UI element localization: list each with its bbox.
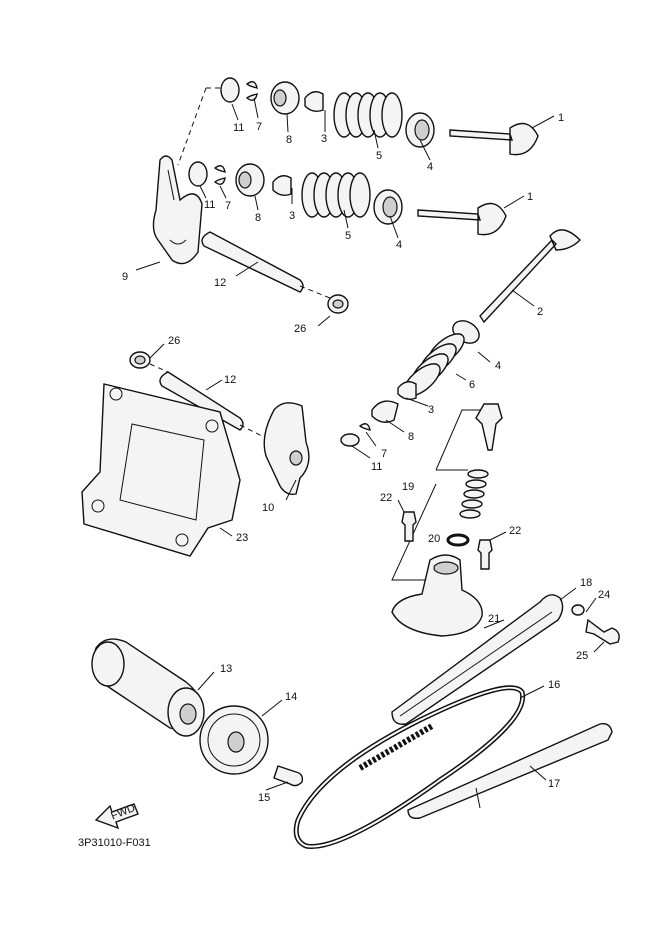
callout-8: 8 — [255, 212, 261, 224]
callout-24: 24 — [598, 589, 610, 601]
cam-chain-assembly — [293, 685, 613, 849]
callout-22: 22 — [380, 492, 392, 504]
callout-15: 15 — [258, 792, 270, 804]
callout-23: 23 — [236, 532, 248, 544]
callout-20: 20 — [428, 533, 440, 545]
callout-2: 2 — [537, 306, 543, 318]
tensioner-bolt — [475, 403, 503, 451]
valve-stem-seal-3 — [304, 91, 324, 113]
callout-22: 22 — [509, 525, 521, 537]
callout-5: 5 — [345, 230, 351, 242]
valve-stem-seal-3 — [397, 381, 417, 401]
bolt-25 — [585, 618, 620, 645]
callout-11: 11 — [233, 122, 244, 134]
rocker-arm-9 — [152, 155, 203, 265]
cylinder-head-gasket-23 — [81, 383, 241, 557]
spring-retainer-8 — [371, 400, 399, 423]
fwd-arrow-icon: FWD — [94, 802, 139, 830]
callout-7: 7 — [256, 121, 262, 133]
callout-16: 16 — [548, 679, 560, 691]
tensioner-body-21 — [391, 554, 483, 637]
rocker-shaft-12 — [159, 371, 244, 431]
callout-10: 10 — [262, 502, 274, 514]
callout-3: 3 — [289, 210, 295, 222]
callout-5: 5 — [376, 150, 382, 162]
rocker-arm-assembly-upper — [152, 155, 349, 314]
callout-3: 3 — [321, 133, 327, 145]
valve-spring-5 — [301, 172, 371, 218]
callout-4: 4 — [427, 161, 433, 173]
valve-cotter-7 — [245, 81, 258, 101]
valve-cotter-7 — [358, 423, 371, 431]
valve-assembly-row-2 — [188, 161, 507, 236]
o-ring-20 — [446, 533, 470, 547]
rocker-shaft-12 — [201, 231, 304, 293]
callout-6: 6 — [469, 379, 475, 391]
bolt-15 — [273, 765, 304, 787]
valve-1 — [449, 122, 539, 156]
valve-stem-seal-3 — [272, 175, 292, 197]
callout-12: 12 — [214, 277, 226, 289]
valve-cotter-11 — [188, 161, 208, 187]
tensioner-assembly — [391, 403, 503, 637]
valve-assembly-row-1 — [177, 77, 539, 166]
bolt-22 — [477, 539, 493, 570]
tensioner-spring-19 — [459, 469, 489, 519]
callout-1: 1 — [527, 191, 533, 203]
callout-11: 11 — [371, 461, 382, 473]
valve-cotter-7 — [213, 165, 226, 185]
camshaft-assembly — [91, 638, 304, 787]
leader-lines — [135, 97, 605, 791]
valve-1 — [417, 202, 507, 236]
diagram-code: 3P31010-F031 — [78, 837, 151, 849]
callout-11: 11 — [204, 199, 215, 211]
middle-left-assembly — [81, 351, 310, 557]
bolt-22 — [401, 511, 417, 542]
callout-1: 1 — [558, 112, 564, 124]
callout-9: 9 — [122, 271, 128, 283]
callout-13: 13 — [220, 663, 232, 675]
cam-sprocket-14 — [199, 705, 269, 775]
valve-2 — [479, 229, 581, 324]
callout-3: 3 — [428, 404, 434, 416]
callout-17: 17 — [548, 778, 560, 790]
callout-8: 8 — [286, 134, 292, 146]
callout-26: 26 — [168, 335, 180, 347]
callout-21: 21 — [488, 613, 500, 625]
callout-4: 4 — [495, 360, 501, 372]
valve-cotter-11 — [220, 77, 240, 103]
callout-19: 19 — [402, 481, 414, 493]
chain-guide-17 — [407, 722, 613, 820]
chain-guide-assembly — [391, 594, 620, 725]
callout-8: 8 — [408, 431, 414, 443]
callout-25: 25 — [576, 650, 588, 662]
valve-cotter-11 — [340, 433, 360, 447]
callout-18: 18 — [580, 577, 592, 589]
callout-labels: 1 1 2 3 3 3 4 4 4 5 5 6 7 7 7 8 8 8 9 10… — [122, 112, 610, 804]
callout-7: 7 — [225, 200, 231, 212]
rocker-arm-10 — [263, 402, 310, 496]
valve-assembly-right — [340, 229, 581, 447]
callout-7: 7 — [381, 448, 387, 460]
callout-12: 12 — [224, 374, 236, 386]
valve-spring-5 — [333, 92, 403, 138]
callout-4: 4 — [396, 239, 402, 251]
callout-14: 14 — [285, 691, 297, 703]
callout-26: 26 — [294, 323, 306, 335]
washer-24 — [571, 604, 585, 616]
